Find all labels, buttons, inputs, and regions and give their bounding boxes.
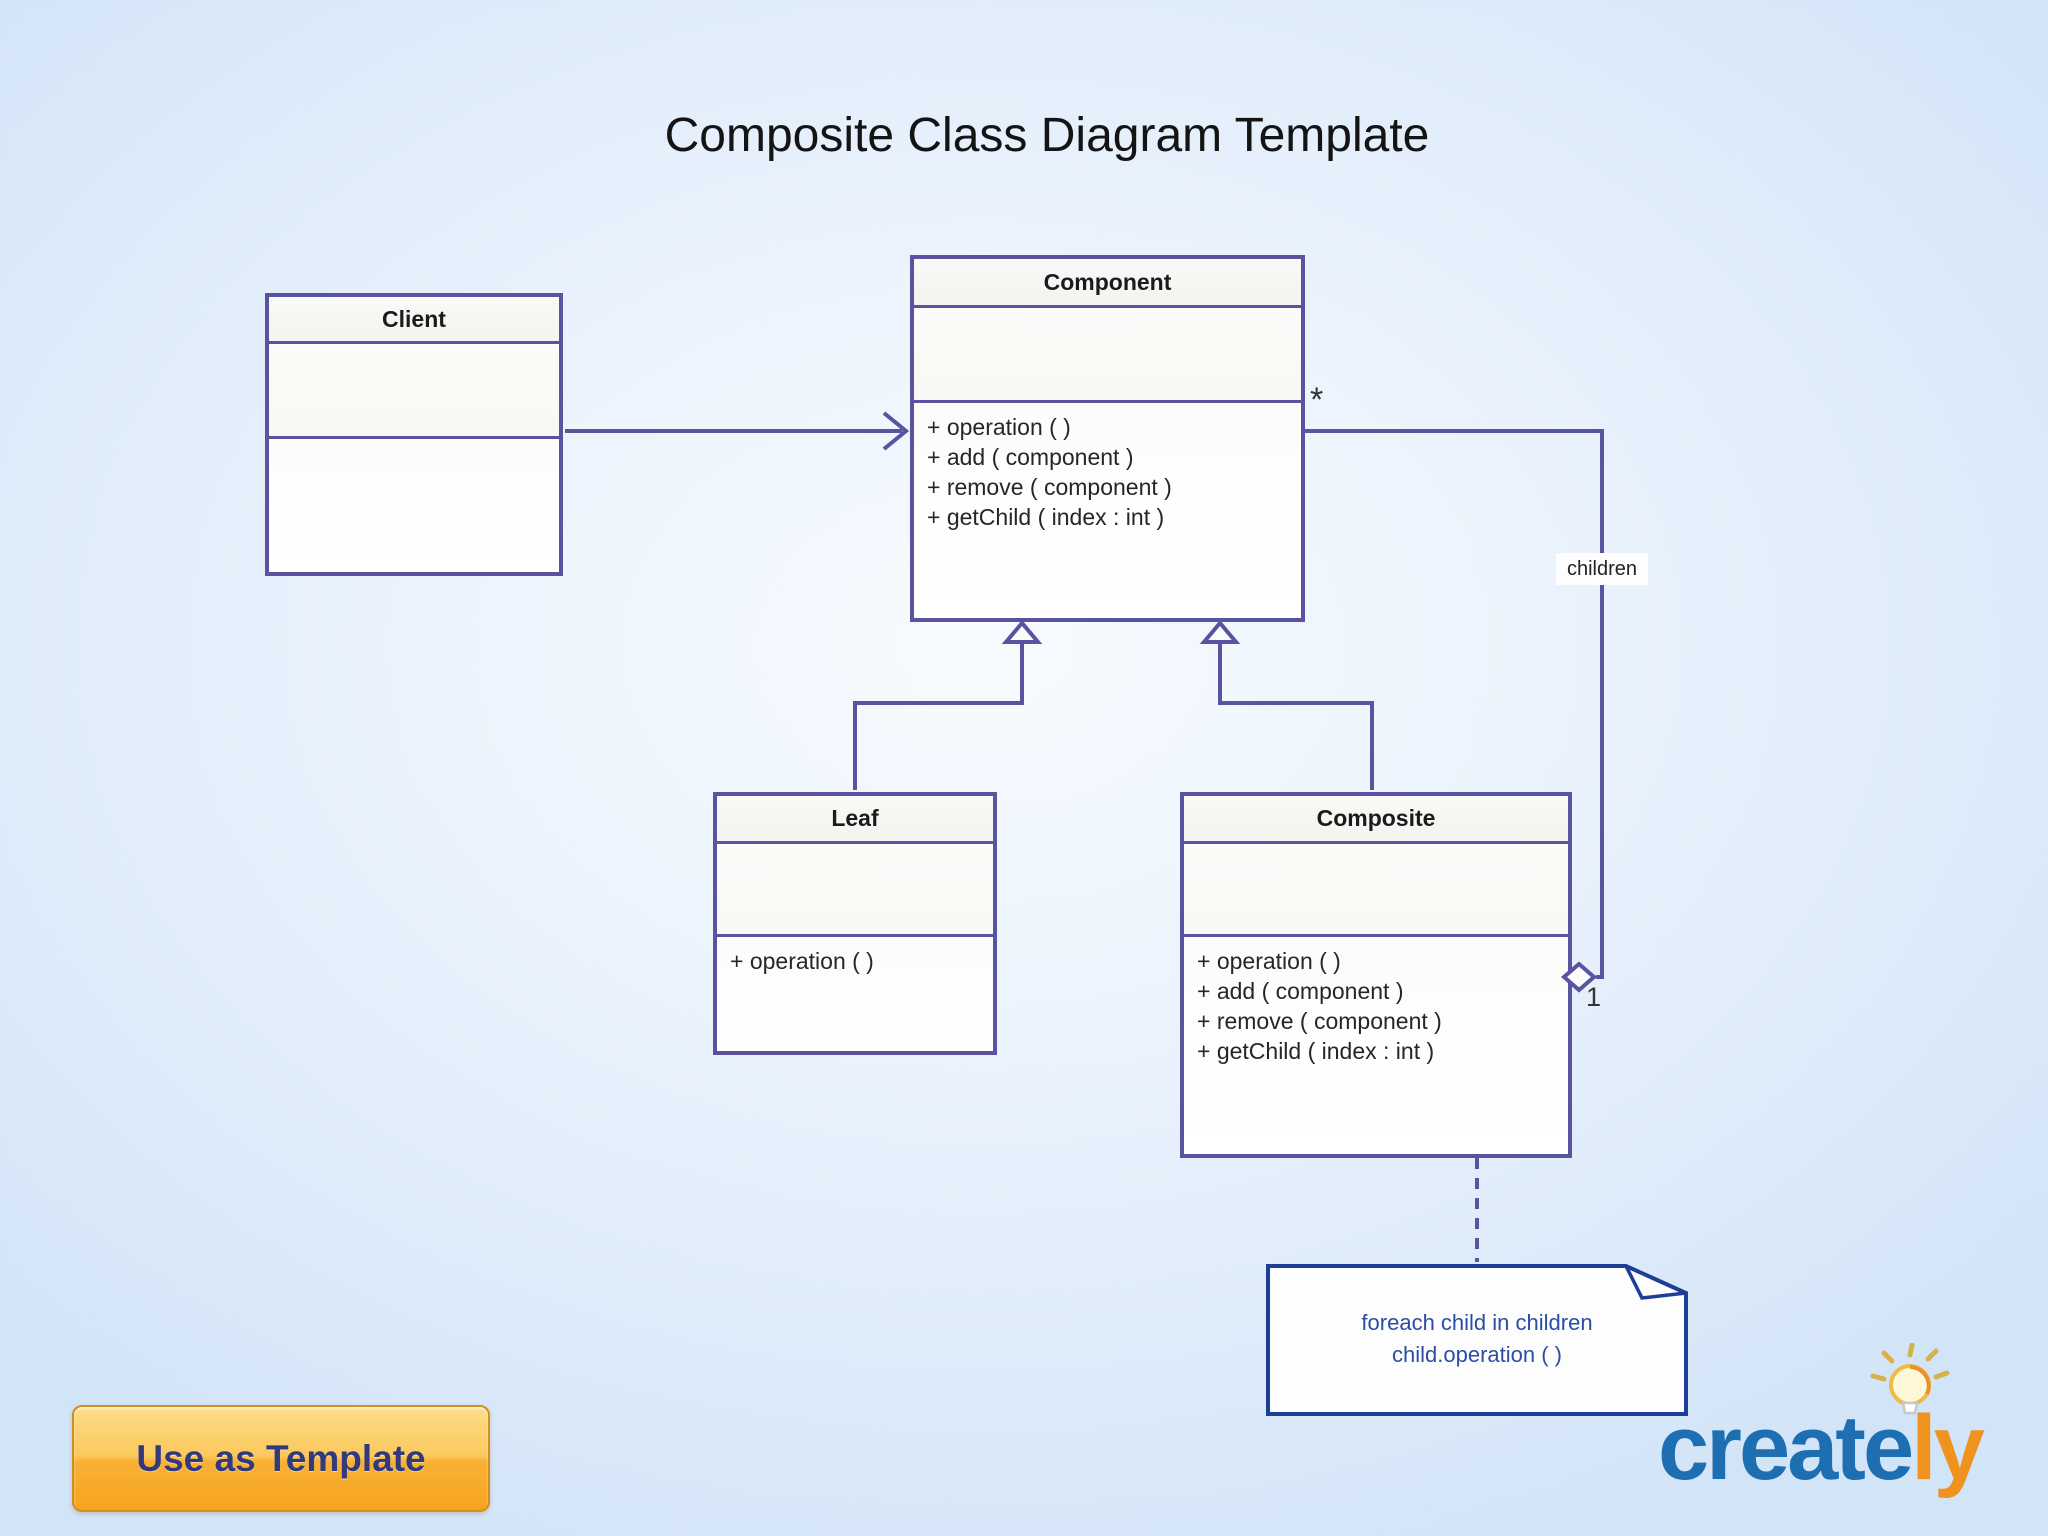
note-line-1: foreach child in children	[1361, 1310, 1593, 1335]
method-line: + operation ( )	[927, 414, 1071, 440]
multiplicity-many: *	[1310, 381, 1324, 419]
generalization-arrow-composite-icon	[1199, 619, 1241, 644]
association-role-children: children	[1556, 553, 1648, 585]
method-line: + remove ( component )	[1197, 1008, 1442, 1034]
class-attributes-component	[914, 308, 1301, 403]
class-box-composite: Composite + operation ( ) + add ( compon…	[1180, 792, 1572, 1158]
class-operations-client	[269, 439, 559, 572]
generalization-leaf-line	[853, 641, 1024, 790]
method-line: + operation ( )	[1197, 948, 1341, 974]
page-title: Composite Class Diagram Template	[664, 109, 1430, 162]
class-operations-component: + operation ( ) + add ( component ) + re…	[914, 403, 1301, 618]
class-name-composite: Composite	[1184, 796, 1568, 844]
use-as-template-label: Use as Template	[136, 1437, 426, 1479]
class-name-client: Client	[269, 297, 559, 344]
creately-logo[interactable]: creately	[1658, 1402, 1985, 1494]
class-attributes-leaf	[717, 844, 993, 937]
method-line: + getChild ( index : int )	[1197, 1038, 1435, 1064]
class-operations-leaf: + operation ( )	[717, 937, 993, 1051]
class-box-leaf: Leaf + operation ( )	[713, 792, 997, 1055]
method-line: + getChild ( index : int )	[927, 504, 1165, 530]
logo-text-create: create	[1658, 1397, 1914, 1499]
class-attributes-composite	[1184, 844, 1568, 937]
class-box-client: Client	[265, 293, 563, 576]
method-line: + remove ( component )	[927, 474, 1172, 500]
method-line: + add ( component )	[927, 444, 1134, 470]
generalization-composite-line	[1218, 641, 1374, 790]
class-box-component: Component + operation ( ) + add ( compon…	[910, 255, 1305, 622]
method-line: + add ( component )	[1197, 978, 1404, 1004]
class-attributes-client	[269, 344, 559, 439]
note-line-2: child.operation ( )	[1392, 1342, 1562, 1367]
method-line: + operation ( )	[730, 948, 874, 974]
generalization-arrow-leaf-icon	[1001, 619, 1043, 644]
uml-note: foreach child in children child.operatio…	[1272, 1268, 1682, 1410]
logo-text-ly: ly	[1911, 1397, 1985, 1499]
multiplicity-one: 1	[1586, 982, 1602, 1012]
class-name-component: Component	[914, 259, 1301, 308]
lightbulb-icon	[1870, 1343, 1950, 1415]
use-as-template-button[interactable]: Use as Template	[72, 1405, 490, 1512]
class-name-leaf: Leaf	[717, 796, 993, 844]
class-operations-composite: + operation ( ) + add ( component ) + re…	[1184, 937, 1568, 1154]
open-arrowhead-icon	[882, 411, 910, 451]
